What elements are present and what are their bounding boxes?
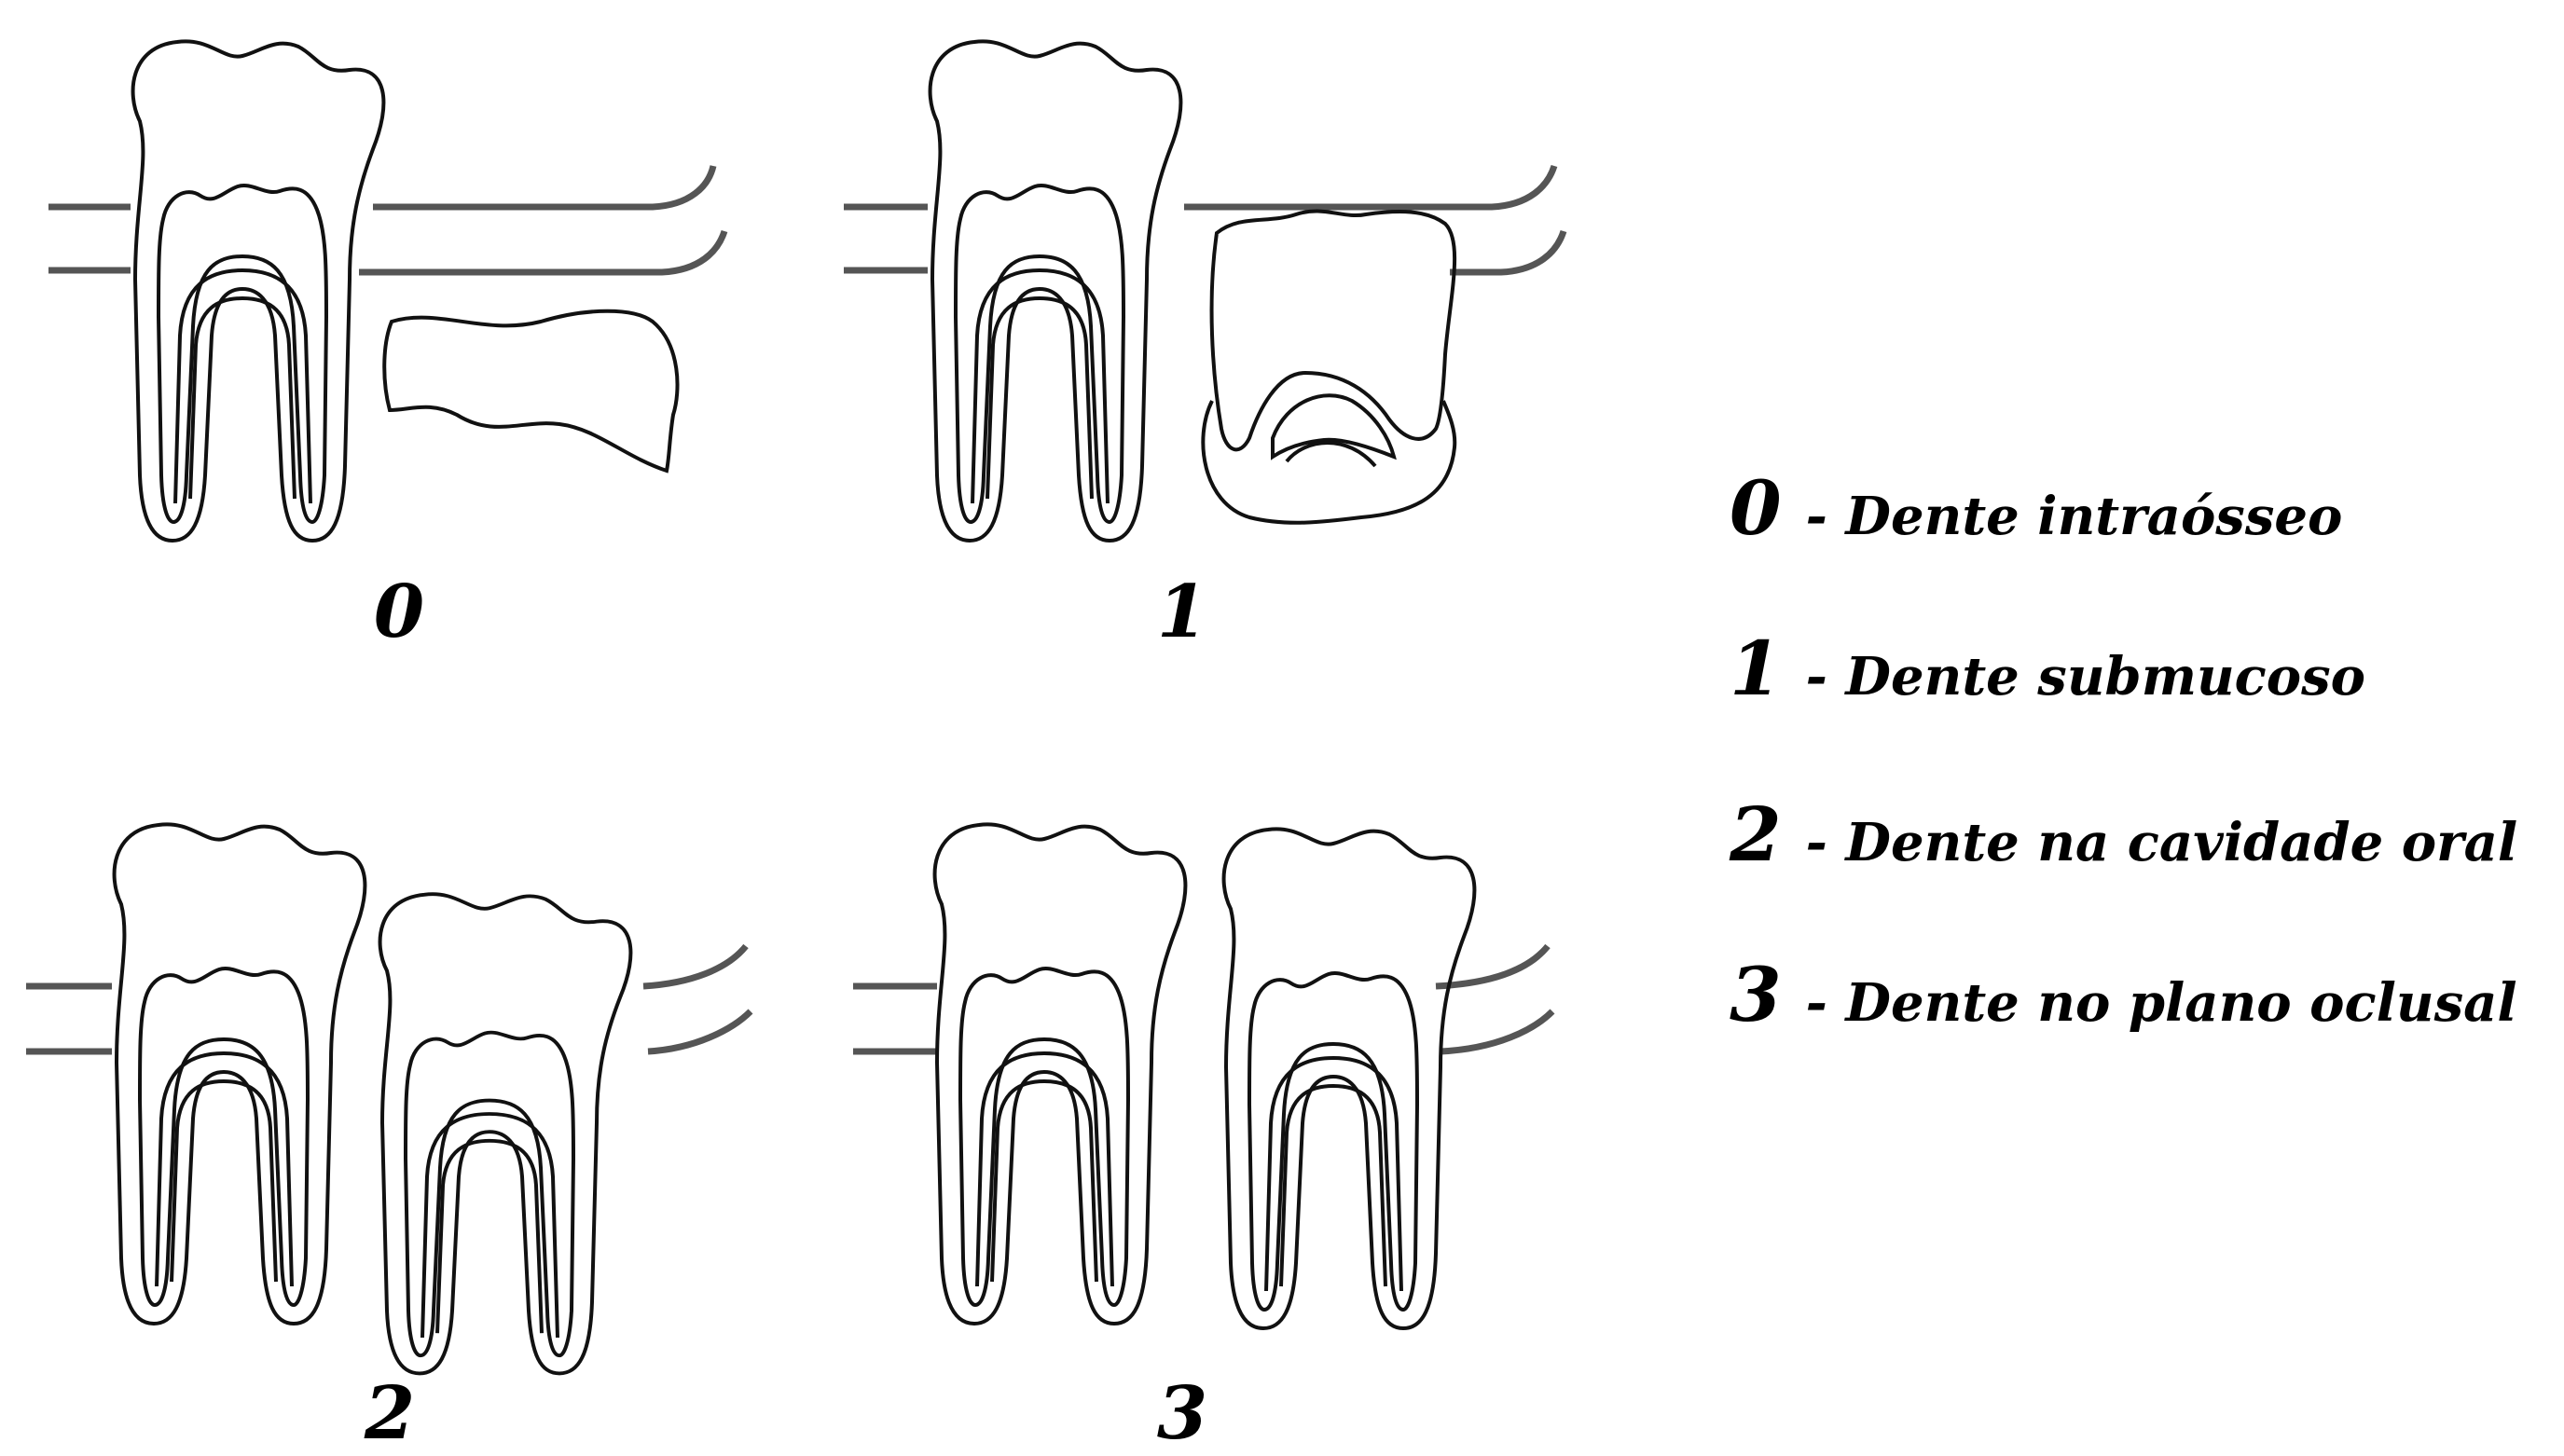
panel-label-3: 3 — [1126, 1378, 1238, 1450]
legend-number: 0 — [1730, 471, 1782, 545]
panel-0-drawing — [48, 41, 724, 541]
legend-text: - Dente no plano oclusal — [1806, 977, 2517, 1029]
legend-number: 3 — [1730, 957, 1782, 1032]
legend-number: 1 — [1730, 631, 1782, 706]
legend-item: 1 - Dente submucoso — [1730, 631, 2365, 706]
legend-text: - Dente na cavidade oral — [1806, 817, 2517, 869]
legend-text: - Dente intraósseo — [1806, 490, 2343, 543]
panel-label-1: 1 — [1126, 576, 1238, 649]
legend-item: 2 - Dente na cavidade oral — [1730, 797, 2517, 872]
legend-item: 3 - Dente no plano oclusal — [1730, 957, 2517, 1032]
legend-text: - Dente submucoso — [1806, 651, 2365, 703]
panel-3-drawing — [853, 824, 1552, 1328]
panel-2-drawing — [26, 824, 751, 1373]
panel-label-2: 2 — [334, 1378, 446, 1450]
legend-number: 2 — [1730, 797, 1782, 872]
legend-item: 0 - Dente intraósseo — [1730, 471, 2342, 545]
panel-label-0: 0 — [343, 576, 455, 649]
panel-1-drawing — [844, 41, 1564, 541]
